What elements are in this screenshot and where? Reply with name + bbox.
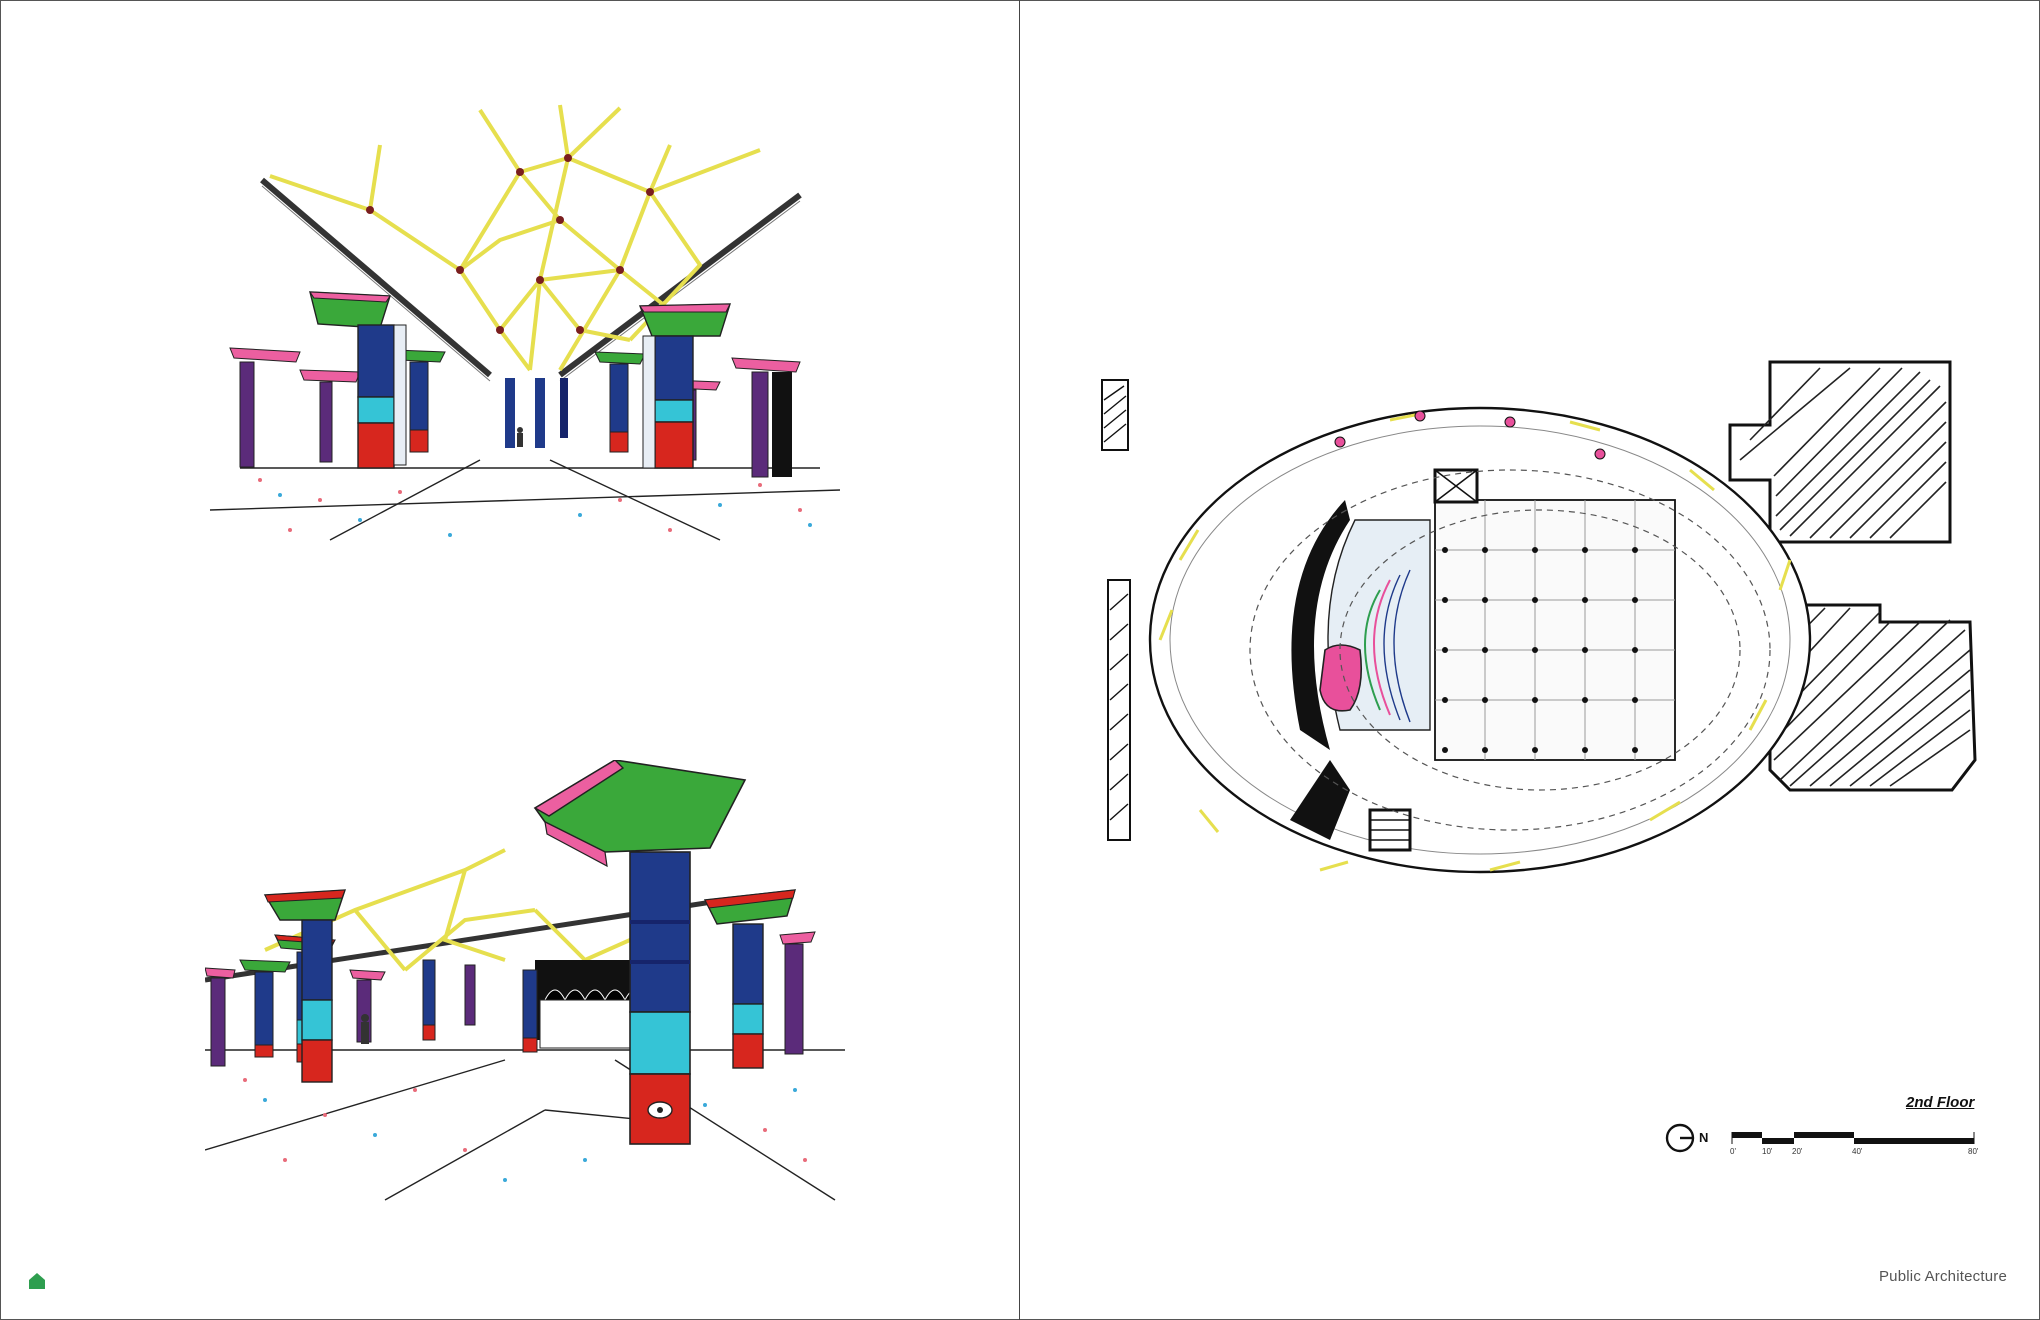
home-icon[interactable]: [28, 1272, 46, 1290]
north-arrow-icon: [1665, 1123, 1695, 1153]
scale-tick-80: 80': [1968, 1147, 1979, 1156]
scale-tick-20: 20': [1792, 1147, 1803, 1156]
floor-plan-drawing: [1101, 360, 1977, 874]
scale-tick-10: 10': [1762, 1147, 1773, 1156]
scale-tick-0: 0': [1730, 1147, 1736, 1156]
perspective-sketch-top: [209, 104, 840, 541]
footer-section-label: Public Architecture: [1878, 1268, 2007, 1285]
scale-bar: [1731, 1132, 1975, 1144]
plan-title: 2nd Floor: [1906, 1094, 1975, 1111]
page-gutter: [1019, 0, 1020, 1320]
north-label: N: [1699, 1130, 1709, 1145]
perspective-sketch-bottom: [205, 760, 845, 1201]
scale-tick-labels: 0' 10' 20' 40' 80': [1730, 1147, 1990, 1159]
scale-tick-40: 40': [1852, 1147, 1863, 1156]
